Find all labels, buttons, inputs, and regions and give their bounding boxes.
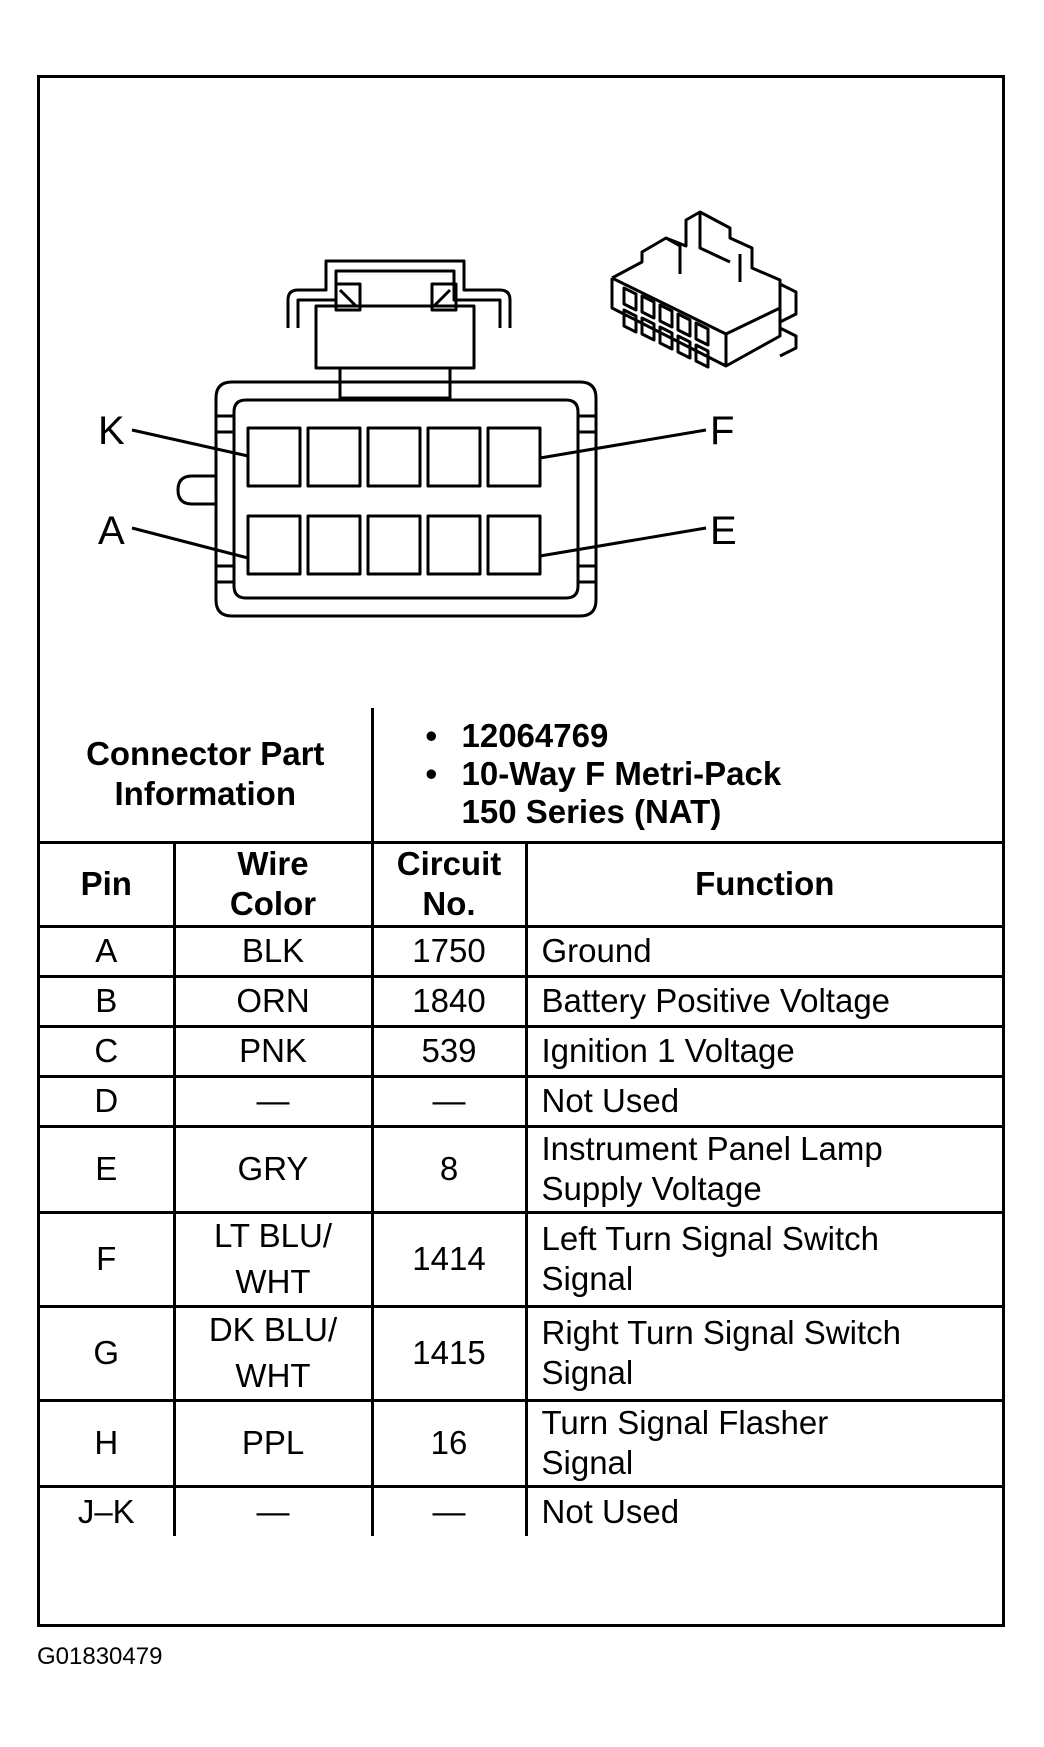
header-circuit-line1: Circuit: [396, 845, 502, 882]
wire-color-cell: PPL: [172, 1398, 374, 1488]
function-cell: Not Used: [524, 1484, 1003, 1536]
connector-part-number: 12064769: [426, 717, 989, 755]
pin-label-a: A: [98, 509, 125, 553]
function-line2: Supply Voltage: [541, 1170, 762, 1207]
circuit-cell: —: [370, 1484, 528, 1536]
pin-cell: A: [40, 924, 176, 978]
function-line2: Signal: [541, 1444, 634, 1481]
connector-figure-frame: K A F E Connector Part Information 12064…: [37, 75, 1005, 1627]
wire-color-cell: LT BLU/ WHT: [172, 1210, 374, 1308]
pin-label-e: E: [710, 509, 737, 553]
connector-info-label-line1: Connector Part: [86, 735, 325, 773]
figure-id: G01830479: [37, 1643, 163, 1670]
pin-cell: B: [40, 974, 176, 1028]
function-cell: Left Turn Signal Switch Signal: [524, 1210, 1003, 1308]
connector-diagram: K A F E: [40, 78, 1002, 708]
connector-info-label-line2: Information: [114, 775, 296, 813]
pin-cell: G: [40, 1304, 176, 1402]
header-wire-color-line1: Wire: [237, 845, 309, 882]
circuit-cell: 1415: [370, 1304, 528, 1402]
table-row: H PPL 16 Turn Signal Flasher Signal: [40, 1398, 1003, 1488]
wire-color-cell: GRY: [172, 1124, 374, 1214]
wire-color-cell: BLK: [172, 924, 374, 978]
header-pin: Pin: [40, 840, 176, 928]
connector-description-line2: 150 Series (NAT): [461, 793, 722, 831]
connector-pin-table: Connector Part Information 12064769 10-W…: [40, 708, 1003, 1536]
function-cell: Ignition 1 Voltage: [524, 1024, 1003, 1078]
pin-cell: D: [40, 1074, 176, 1128]
function-cell: Battery Positive Voltage: [524, 974, 1003, 1028]
pin-cell: H: [40, 1398, 176, 1488]
circuit-cell: 1414: [370, 1210, 528, 1308]
function-cell: Ground: [524, 924, 1003, 978]
function-line2: Signal: [541, 1260, 634, 1297]
circuit-cell: 16: [370, 1398, 528, 1488]
wire-color-cell: DK BLU/ WHT: [172, 1304, 374, 1402]
pin-label-k: K: [98, 409, 125, 453]
connector-face-drawing: K A F E: [98, 210, 798, 618]
function-cell: Turn Signal Flasher Signal: [524, 1398, 1003, 1488]
circuit-cell: 8: [370, 1124, 528, 1214]
function-cell: Instrument Panel Lamp Supply Voltage: [524, 1124, 1003, 1214]
connector-info-label: Connector Part Information: [40, 708, 374, 844]
pin-cell: E: [40, 1124, 176, 1214]
function-line1: Instrument Panel Lamp: [541, 1130, 883, 1167]
table-row: F LT BLU/ WHT 1414 Left Turn Signal Swit…: [40, 1210, 1003, 1308]
table-row: E GRY 8 Instrument Panel Lamp Supply Vol…: [40, 1124, 1003, 1214]
wire-color-line2: WHT: [235, 1357, 311, 1394]
header-wire-color-line2: Color: [229, 885, 317, 922]
wire-color-line1: DK BLU/: [208, 1311, 338, 1348]
wire-color-cell: PNK: [172, 1024, 374, 1078]
table-row: G DK BLU/ WHT 1415 Right Turn Signal Swi…: [40, 1304, 1003, 1402]
circuit-cell: —: [370, 1074, 528, 1128]
wire-color-cell: —: [172, 1074, 374, 1128]
function-line1: Left Turn Signal Switch: [541, 1220, 880, 1257]
table-row: J–K — — Not Used: [40, 1484, 1003, 1536]
connector-description-line1: 10-Way F Metri-Pack: [461, 755, 782, 793]
circuit-cell: 1750: [370, 924, 528, 978]
wire-color-cell: ORN: [172, 974, 374, 1028]
header-wire-color: Wire Color: [172, 840, 374, 928]
header-function: Function: [524, 840, 1003, 928]
pin-label-f: F: [710, 409, 734, 453]
wire-color-line1: LT BLU/: [214, 1217, 332, 1254]
table-row: D — — Not Used: [40, 1074, 1003, 1128]
wire-color-cell: —: [172, 1484, 374, 1536]
function-line1: Right Turn Signal Switch: [541, 1314, 902, 1351]
function-cell: Not Used: [524, 1074, 1003, 1128]
wire-color-line2: WHT: [235, 1263, 311, 1300]
header-circuit: Circuit No.: [370, 840, 528, 928]
pin-cell: J–K: [40, 1484, 176, 1536]
table-row: B ORN 1840 Battery Positive Voltage: [40, 974, 1003, 1028]
connector-info-row: Connector Part Information 12064769 10-W…: [40, 708, 1003, 844]
table-row: C PNK 539 Ignition 1 Voltage: [40, 1024, 1003, 1078]
circuit-cell: 1840: [370, 974, 528, 1028]
function-cell: Right Turn Signal Switch Signal: [524, 1304, 1003, 1402]
function-line2: Signal: [541, 1354, 634, 1391]
table-row: A BLK 1750 Ground: [40, 924, 1003, 978]
pin-cell: F: [40, 1210, 176, 1308]
pin-cell: C: [40, 1024, 176, 1078]
circuit-cell: 539: [370, 1024, 528, 1078]
table-header-row: Pin Wire Color Circuit No. Function: [40, 840, 1003, 928]
header-circuit-line2: No.: [422, 885, 476, 922]
function-line1: Turn Signal Flasher: [541, 1404, 829, 1441]
